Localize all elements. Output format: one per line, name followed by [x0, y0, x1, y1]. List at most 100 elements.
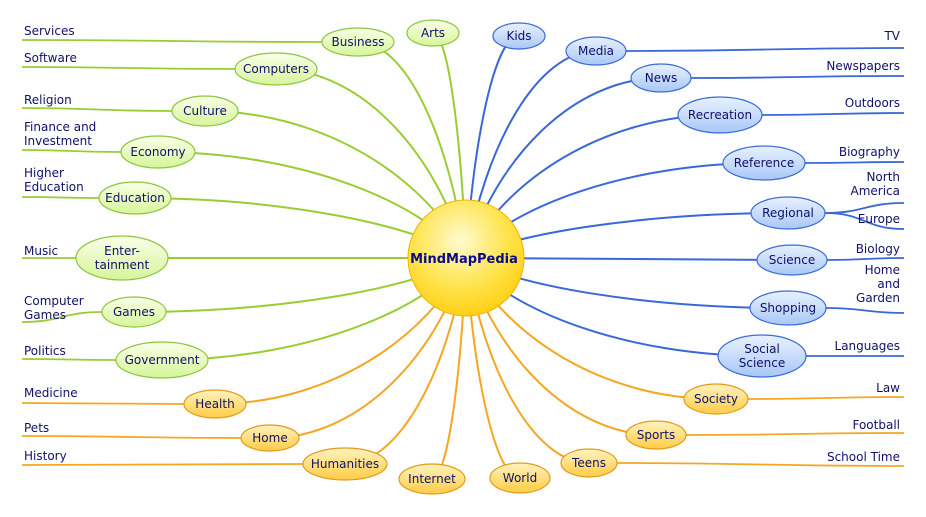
leaf-label[interactable]: Religion — [24, 93, 72, 107]
topic-kids[interactable]: Kids — [492, 22, 546, 50]
leaf-label[interactable]: Newspapers — [826, 59, 900, 73]
leaf-label[interactable]: Education — [24, 180, 84, 194]
topic-label: Education — [105, 191, 165, 205]
leaf-label[interactable]: America — [851, 184, 901, 198]
topic-reference[interactable]: Reference — [722, 145, 806, 181]
leaf-label[interactable]: TV — [883, 29, 900, 43]
leaf-line-teens-0 — [616, 462, 905, 467]
leaf-label[interactable]: Software — [24, 51, 77, 65]
leaf-line-business-0 — [21, 39, 323, 43]
leaf-label[interactable]: Pets — [24, 421, 49, 435]
topic-bubble — [756, 244, 828, 276]
topic-label: Internet — [408, 472, 456, 486]
leaf-label[interactable]: Finance and — [24, 120, 96, 134]
topic-shopping[interactable]: Shopping — [749, 290, 827, 326]
leaf-line-science-0 — [826, 257, 905, 261]
leaf-label[interactable]: Garden — [856, 291, 900, 305]
leaf-label[interactable]: Music — [24, 244, 58, 258]
topic-bubble — [398, 463, 466, 495]
topic-arts[interactable]: Arts — [406, 19, 460, 47]
topic-label: World — [503, 471, 537, 485]
topic-games[interactable]: Games — [101, 296, 167, 328]
leaf-label[interactable]: Outdoors — [845, 96, 900, 110]
topic-bubble — [749, 290, 827, 326]
leaf-label[interactable]: History — [24, 449, 67, 463]
topic-bubble — [565, 36, 627, 66]
leaf-label[interactable]: Football — [852, 418, 900, 432]
leaf-label[interactable]: and — [877, 277, 900, 291]
topic-regional[interactable]: Regional — [750, 196, 826, 230]
leaf-label[interactable]: Languages — [835, 339, 900, 353]
topic-bubble — [722, 145, 806, 181]
leaf-label[interactable]: School Time — [827, 450, 900, 464]
topic-health[interactable]: Health — [183, 389, 247, 419]
topic-bubble — [406, 19, 460, 47]
topic-economy[interactable]: Economy — [120, 135, 196, 169]
topic-media[interactable]: Media — [565, 36, 627, 66]
topic-label: Science — [739, 356, 786, 370]
topic-science[interactable]: Science — [756, 244, 828, 276]
leaf-label[interactable]: Medicine — [24, 386, 78, 400]
leaf-line-computers-0 — [21, 66, 236, 70]
leaf-line-culture-0 — [21, 107, 173, 112]
topic-sports[interactable]: Sports — [625, 420, 687, 450]
topic-label: Regional — [762, 206, 814, 220]
leaf-label[interactable]: Investment — [24, 134, 92, 148]
topic-bubble — [98, 181, 172, 215]
center-topic[interactable]: MindMapPedia — [407, 199, 525, 317]
leaf-label[interactable]: Higher — [24, 166, 64, 180]
topic-bubble — [302, 447, 388, 481]
topic-label: Reference — [734, 156, 794, 170]
leaf-line-economy-0 — [21, 149, 122, 153]
topic-government[interactable]: Government — [115, 341, 209, 379]
topic-world[interactable]: World — [489, 462, 551, 494]
leaf-label[interactable]: Politics — [24, 344, 66, 358]
leaf-label[interactable]: Services — [24, 24, 75, 38]
leaf-label[interactable]: Games — [24, 308, 66, 322]
topic-label: Arts — [421, 26, 445, 40]
topic-bubble — [677, 96, 763, 134]
leaf-label[interactable]: Biology — [856, 242, 900, 256]
topic-bubble — [120, 135, 196, 169]
topic-home[interactable]: Home — [240, 424, 300, 452]
topic-label: Culture — [183, 104, 227, 118]
topic-label: Humanities — [311, 457, 379, 471]
leaf-line-shopping-0 — [825, 307, 905, 314]
topic-teens[interactable]: Teens — [560, 448, 618, 478]
topic-bubble — [321, 27, 395, 57]
topic-bubble — [630, 63, 692, 93]
leaf-label[interactable]: Home — [865, 263, 900, 277]
topic-business[interactable]: Business — [321, 27, 395, 57]
topic-society[interactable]: Society — [683, 383, 749, 415]
leaf-line-health-0 — [21, 402, 185, 405]
topic-bubble — [183, 389, 247, 419]
topic-humanities[interactable]: Humanities — [302, 447, 388, 481]
topic-internet[interactable]: Internet — [398, 463, 466, 495]
topic-label: Society — [694, 392, 738, 406]
topic-label: Home — [252, 431, 287, 445]
leaf-line-news-0 — [690, 75, 905, 79]
topic-bubble — [492, 22, 546, 50]
topic-bubble — [750, 196, 826, 230]
topic-entertainment[interactable]: Enter-tainment — [75, 235, 169, 281]
topic-nodes: Business ArtsComputersCultureEconomyEduca… — [75, 19, 828, 495]
topic-label: Business — [332, 35, 385, 49]
topic-label: Media — [578, 44, 614, 58]
topic-computers[interactable]: Computers — [234, 52, 318, 86]
topic-news[interactable]: News — [630, 63, 692, 93]
topic-culture[interactable]: Culture — [171, 95, 239, 127]
topic-label: Health — [195, 397, 234, 411]
topic-education[interactable]: Education — [98, 181, 172, 215]
leaf-label[interactable]: Computer — [24, 294, 84, 308]
leaf-label[interactable]: North — [866, 170, 900, 184]
topic-recreation[interactable]: Recreation — [677, 96, 763, 134]
leaf-line-humanities-0 — [21, 463, 304, 466]
leaf-line-media-0 — [625, 47, 905, 52]
leaf-line-home-0 — [21, 435, 242, 439]
leaf-label[interactable]: Europe — [858, 212, 900, 226]
leaf-label[interactable]: Biography — [839, 145, 900, 159]
topic-bubble — [115, 341, 209, 379]
leaf-label[interactable]: Law — [876, 381, 900, 395]
topic-bubble — [560, 448, 618, 478]
